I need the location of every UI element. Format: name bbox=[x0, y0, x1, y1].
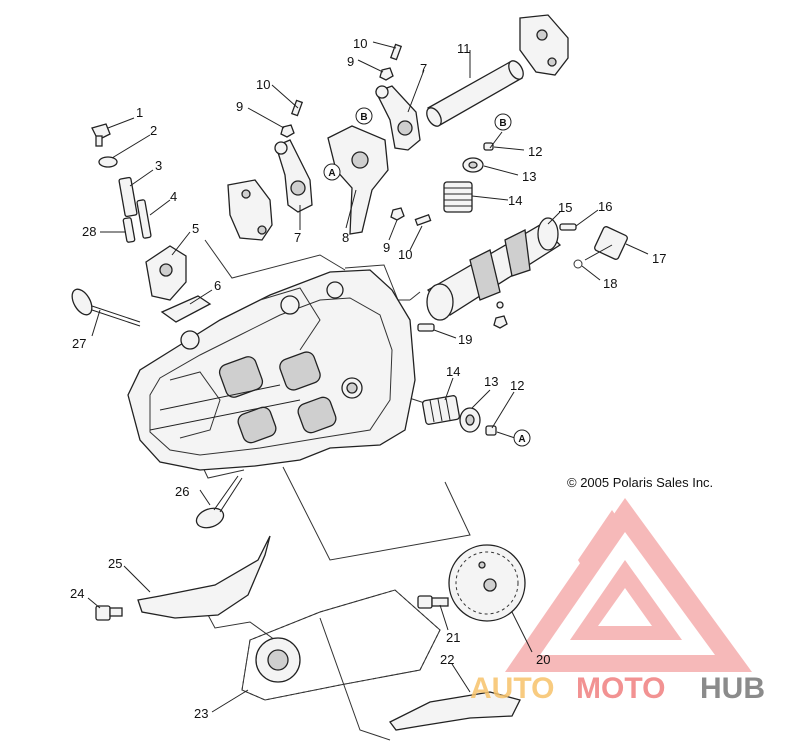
label-7a: 7 bbox=[294, 230, 301, 245]
tensioner-bolt-28 bbox=[122, 217, 136, 243]
callout-a-1: A bbox=[323, 163, 341, 181]
label-10a: 10 bbox=[256, 77, 270, 92]
valve-keeper-upper bbox=[483, 142, 494, 151]
label-27: 27 bbox=[72, 336, 86, 351]
label-10b: 10 bbox=[353, 36, 367, 51]
dowel-pin bbox=[417, 323, 435, 332]
label-26: 26 bbox=[175, 484, 189, 499]
label-6: 6 bbox=[214, 278, 221, 293]
callout-b-1: B bbox=[355, 107, 373, 125]
intake-valve bbox=[71, 288, 141, 327]
camshaft bbox=[426, 217, 562, 321]
label-12b: 12 bbox=[510, 378, 524, 393]
copyright-text: © 2005 Polaris Sales Inc. bbox=[567, 475, 713, 490]
cam-bracket-right bbox=[519, 14, 569, 76]
rocker-shaft bbox=[426, 60, 524, 127]
adjuster-nuts bbox=[280, 43, 432, 227]
valve-spring-lower bbox=[421, 395, 461, 425]
label-24: 24 bbox=[70, 586, 84, 601]
decompression-shaft bbox=[584, 226, 628, 261]
rocker-arm-upper bbox=[375, 85, 421, 151]
label-17: 17 bbox=[652, 251, 666, 266]
svg-text:B: B bbox=[360, 112, 367, 123]
label-9a: 9 bbox=[236, 99, 243, 114]
cylinder-head bbox=[127, 269, 416, 471]
label-13a: 13 bbox=[522, 169, 536, 184]
label-13b: 13 bbox=[484, 374, 498, 389]
snap-ring bbox=[573, 259, 583, 269]
cam-chain bbox=[241, 589, 441, 701]
label-19: 19 bbox=[458, 332, 472, 347]
label-20: 20 bbox=[536, 652, 550, 667]
label-18: 18 bbox=[603, 276, 617, 291]
cam-washer bbox=[493, 315, 508, 329]
exhaust-valve bbox=[195, 475, 243, 529]
callout-a-2: A bbox=[513, 429, 531, 447]
label-11: 11 bbox=[457, 41, 471, 56]
chain-guide bbox=[137, 535, 271, 619]
svg-text:B: B bbox=[499, 118, 506, 129]
tensioner-plunger bbox=[136, 199, 152, 239]
label-3: 3 bbox=[155, 158, 162, 173]
svg-text:AUTO: AUTO bbox=[470, 672, 554, 705]
chain-guide-bolt bbox=[95, 605, 123, 621]
label-14b: 14 bbox=[446, 364, 460, 379]
label-14a: 14 bbox=[508, 193, 522, 208]
label-2: 2 bbox=[150, 123, 157, 138]
camshaft-pin bbox=[559, 223, 577, 231]
part-numbers: 1 2 3 4 5 6 28 27 26 25 24 23 10 9 7 10 … bbox=[70, 36, 666, 721]
sprocket-bolt bbox=[417, 595, 449, 609]
label-23: 23 bbox=[194, 706, 208, 721]
label-15: 15 bbox=[558, 200, 572, 215]
valve-spring-upper bbox=[443, 181, 473, 213]
cam-bracket-left bbox=[227, 179, 273, 241]
cam-sprocket bbox=[448, 544, 526, 622]
label-12a: 12 bbox=[528, 144, 542, 159]
valve-keeper-lower bbox=[485, 425, 497, 436]
valve-retainer-upper bbox=[462, 157, 484, 173]
sealing-washer bbox=[98, 156, 118, 168]
tensioner-gasket bbox=[160, 295, 212, 323]
label-1: 1 bbox=[136, 105, 143, 120]
svg-text:HUB: HUB bbox=[700, 672, 765, 705]
cam-chain-tensioner bbox=[145, 245, 187, 301]
label-4: 4 bbox=[170, 189, 177, 204]
crank-sprocket bbox=[255, 637, 301, 683]
svg-text:A: A bbox=[328, 168, 335, 179]
label-25: 25 bbox=[108, 556, 122, 571]
label-9b: 9 bbox=[347, 54, 354, 69]
callout-b-2: B bbox=[494, 113, 512, 131]
rocker-arm-middle bbox=[327, 125, 389, 235]
svg-text:MOTO: MOTO bbox=[576, 672, 665, 705]
label-28: 28 bbox=[82, 224, 96, 239]
label-9c: 9 bbox=[383, 240, 390, 255]
leader-lines bbox=[87, 41, 649, 713]
label-7b: 7 bbox=[420, 61, 427, 76]
label-16: 16 bbox=[598, 199, 612, 214]
tensioner-blade bbox=[389, 691, 521, 731]
valve-retainer-lower bbox=[459, 407, 481, 433]
label-5: 5 bbox=[192, 221, 199, 236]
label-8: 8 bbox=[342, 230, 349, 245]
tensioner-bolt bbox=[91, 123, 111, 147]
label-22: 22 bbox=[440, 652, 454, 667]
rocker-arm-left bbox=[274, 139, 313, 213]
watermark-brand: AUTO MOTO HUB bbox=[470, 672, 765, 705]
svg-text:A: A bbox=[518, 434, 525, 445]
tensioner-spring bbox=[118, 176, 138, 218]
label-10c: 10 bbox=[398, 247, 412, 262]
label-21: 21 bbox=[446, 630, 460, 645]
watermark-logo bbox=[505, 498, 752, 672]
